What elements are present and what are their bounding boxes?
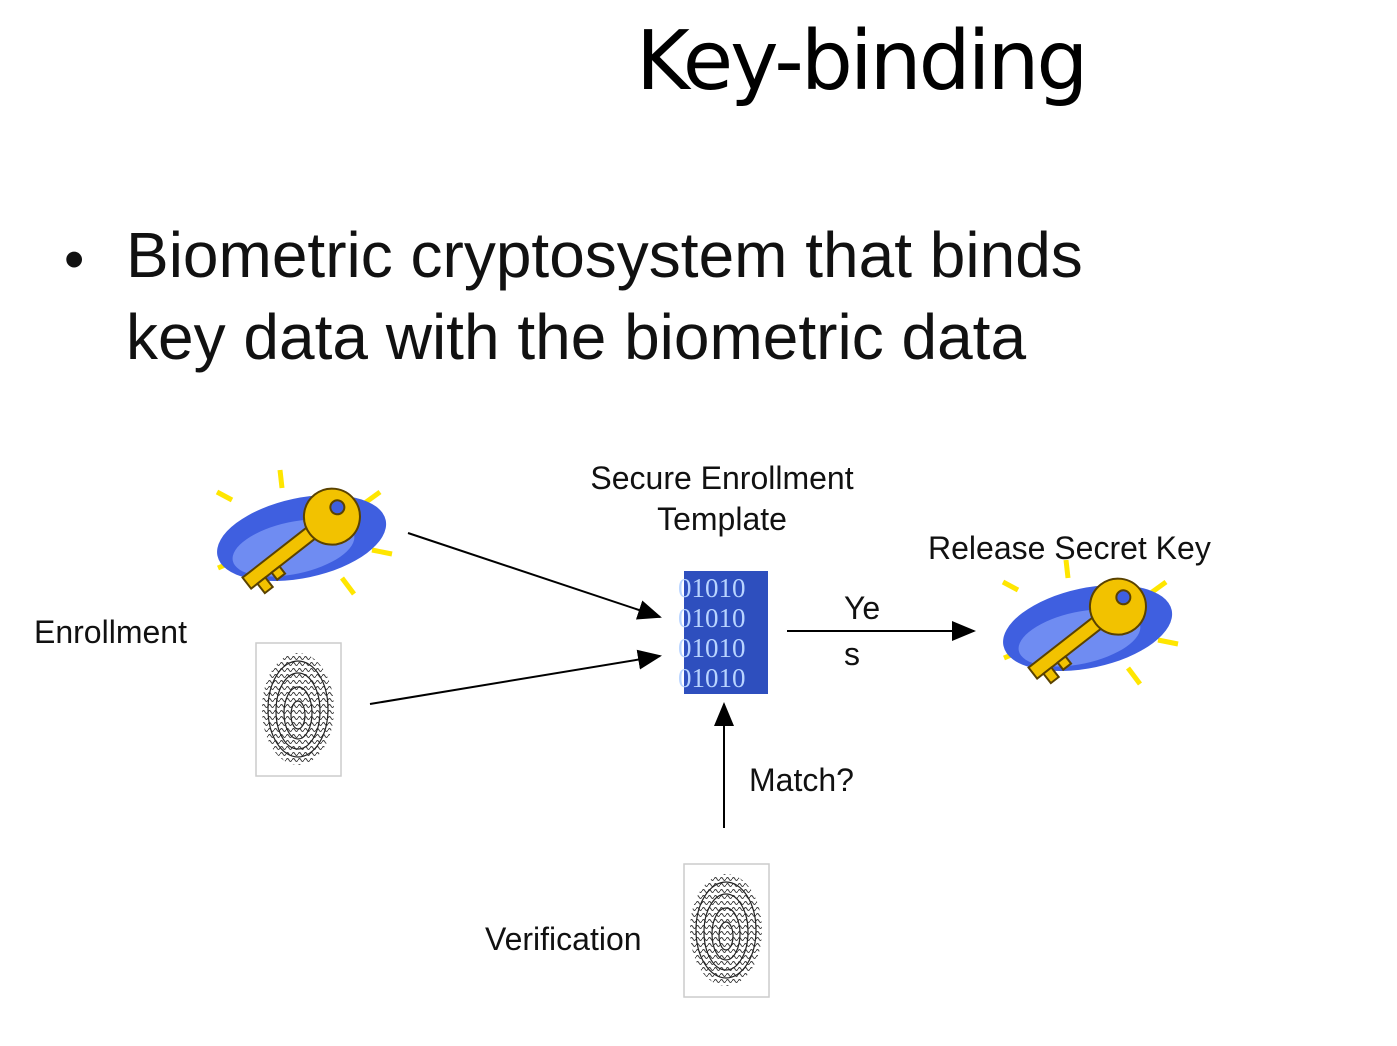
yes-label-line-1: Ye <box>844 590 881 626</box>
enrollment-label: Enrollment <box>34 614 187 650</box>
bullet-line-2: key data with the biometric data <box>126 301 1027 373</box>
release-label: Release Secret Key <box>928 530 1211 566</box>
template-bits-2: 01010 <box>678 603 746 633</box>
template-label-line-2: Template <box>657 501 787 537</box>
arrow-fingerprint-to-template <box>369 649 662 705</box>
yes-label-line-2: s <box>844 636 860 672</box>
secure-template-icon: 01010 01010 01010 01010 <box>678 571 768 694</box>
bullet-text: Biometric cryptosystem that binds key da… <box>126 214 1226 378</box>
enrollment-fingerprint-icon <box>255 642 342 777</box>
bullet-line-1: Biometric cryptosystem that binds <box>126 219 1083 291</box>
match-label: Match? <box>749 762 854 798</box>
enrollment-key-icon <box>215 469 393 596</box>
verification-label: Verification <box>485 921 642 957</box>
template-label: Secure Enrollment Template <box>560 460 884 538</box>
slide-title: Key-binding <box>636 14 1088 109</box>
arrow-key-to-template <box>407 532 662 620</box>
verification-fingerprint-icon <box>683 863 770 998</box>
template-label-line-1: Secure Enrollment <box>590 460 854 496</box>
template-bits-4: 01010 <box>678 663 746 693</box>
template-bits-1: 01010 <box>678 573 746 603</box>
template-bits-3: 01010 <box>678 633 746 663</box>
release-key-icon <box>1001 559 1179 686</box>
bullet-marker: • <box>64 227 85 292</box>
